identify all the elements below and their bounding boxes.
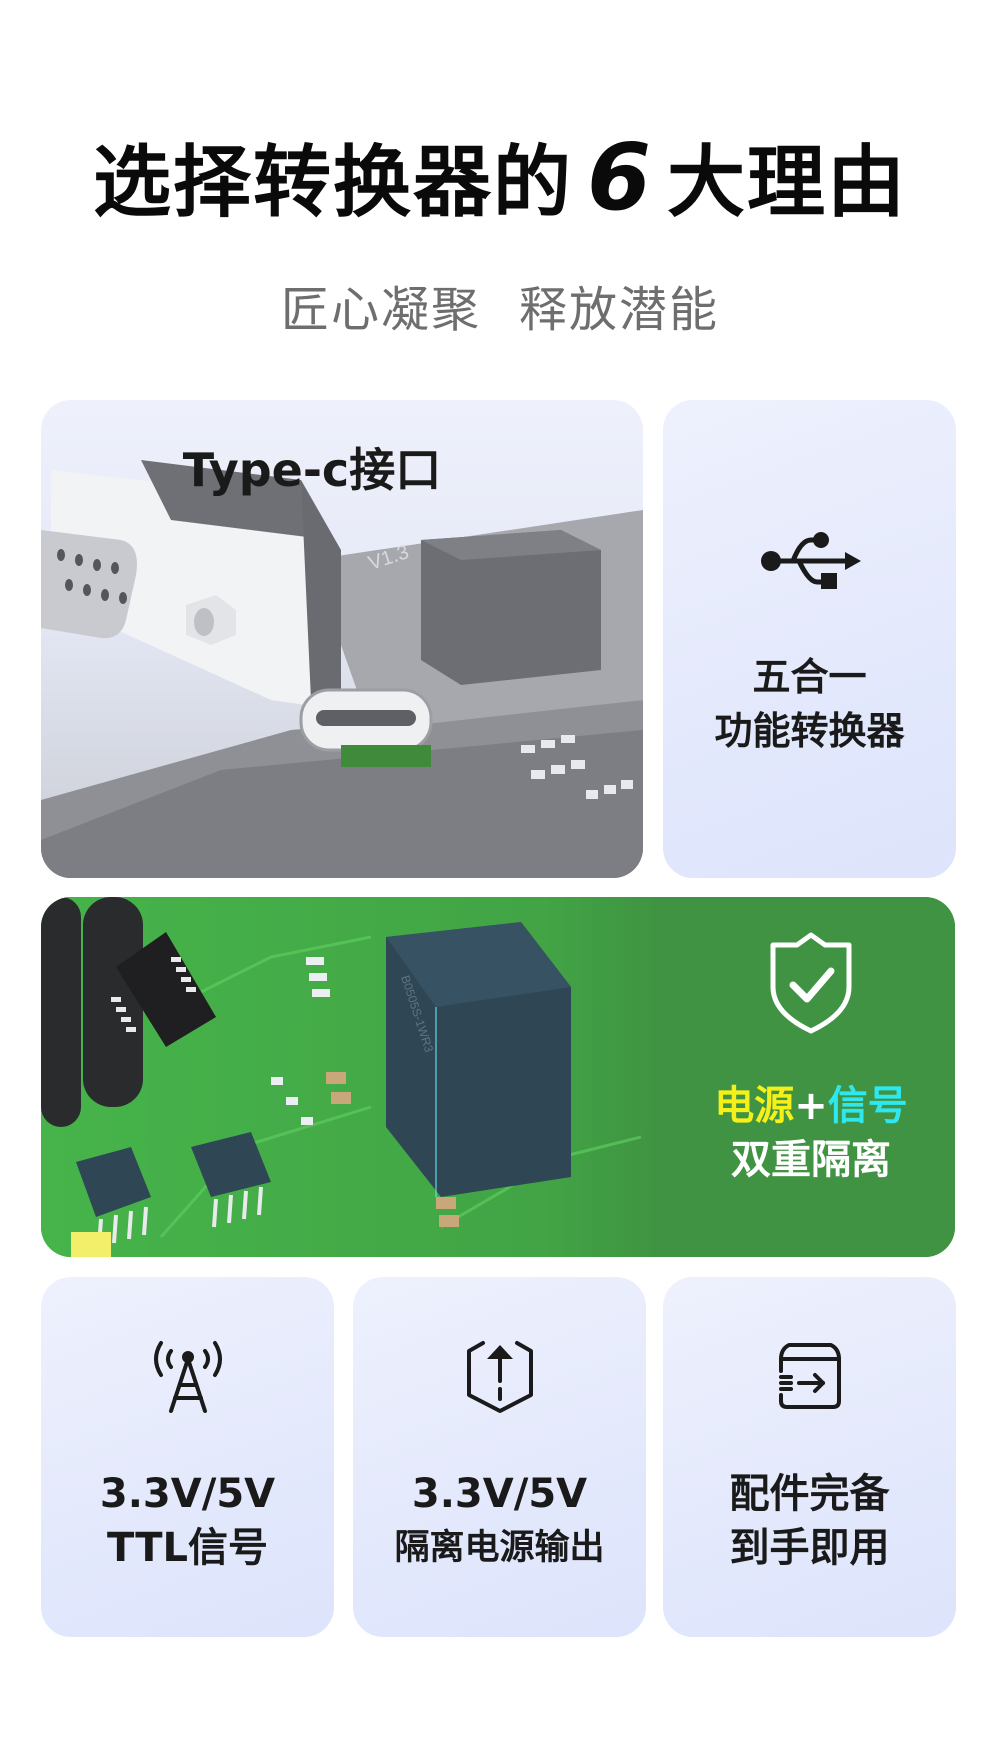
- multifunction-text: 五合一 功能转换器: [663, 650, 956, 758]
- title-suffix: 大理由: [667, 138, 908, 228]
- shield-check-icon: [770, 932, 852, 1034]
- power-highlight: 电源: [714, 1083, 795, 1129]
- multifunction-line2: 功能转换器: [714, 709, 905, 753]
- accessories-line1: 配件完备: [729, 1471, 890, 1517]
- accessories-line2: 到手即用: [729, 1525, 890, 1571]
- typec-label: Type-c接口: [182, 443, 442, 497]
- package-arrow-icon: [779, 1343, 841, 1409]
- ttl-feature-card: 3.3V/5V TTL信号: [41, 1277, 334, 1637]
- subtitle-right: 释放潜能: [519, 282, 720, 338]
- power-output-line2: 隔离电源输出: [394, 1528, 605, 1568]
- accessories-feature-card: 配件完备 到手即用: [663, 1277, 956, 1637]
- isolation-text: 电源+信号 双重隔离: [661, 1079, 955, 1187]
- isolation-feature-card: B0505S-1WR3 电源+信号 双重隔离: [41, 897, 955, 1257]
- power-output-line1: 3.3V/5V: [411, 1471, 588, 1517]
- subtitle-left: 匠心凝聚: [280, 282, 481, 338]
- multifunction-line1: 五合一: [752, 655, 867, 699]
- box-upload-icon: [467, 1341, 533, 1413]
- typec-feature-card: V1.3 Type-c接口: [41, 400, 643, 878]
- power-output-text: 3.3V/5V 隔离电源输出: [353, 1467, 646, 1575]
- signal-highlight: 信号: [827, 1083, 908, 1129]
- power-output-feature-card: 3.3V/5V 隔离电源输出: [353, 1277, 646, 1637]
- isolation-line2: 双重隔离: [731, 1137, 891, 1183]
- usb-icon: [761, 532, 861, 589]
- isolation-line1: 电源+信号: [661, 1079, 955, 1133]
- typec-product-illustration: V1.3: [41, 460, 643, 878]
- plus-sign: +: [794, 1083, 828, 1129]
- ttl-line2: TTL信号: [107, 1525, 268, 1571]
- ttl-text: 3.3V/5V TTL信号: [41, 1467, 334, 1575]
- title-number: 6: [586, 124, 653, 231]
- page-subtitle: 匠心凝聚释放潜能: [0, 278, 1000, 342]
- title-prefix: 选择转换器的: [92, 138, 573, 228]
- pcb-illustration: B0505S-1WR3: [41, 897, 955, 1257]
- accessories-text: 配件完备 到手即用: [663, 1467, 956, 1575]
- ttl-line1: 3.3V/5V: [99, 1471, 276, 1517]
- antenna-tower-icon: [154, 1341, 222, 1413]
- multifunction-feature-card: 五合一 功能转换器: [663, 400, 956, 878]
